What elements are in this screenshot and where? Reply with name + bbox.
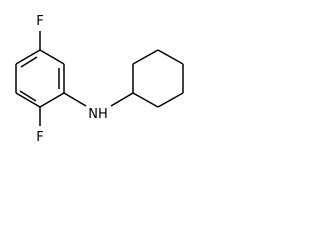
ring-bond [157,92,184,108]
ring-bond [15,49,41,65]
ring-bond [15,92,41,108]
bond-nh-to-cyclohexyl [110,92,134,107]
benzene-ring [15,49,65,108]
ring-double-bond [20,56,38,68]
cyclohexane-ring [132,49,184,108]
ring-double-bond [19,90,37,102]
fluorine-bottom-label: F [36,130,43,145]
ring-bond [132,92,159,108]
amine-label: NH [88,107,108,122]
bond-ring-to-nh [63,92,87,107]
fluorine-top-label: F [36,14,43,29]
chemical-structure-diagram: F F NH [15,14,184,145]
ring-bond [39,92,65,108]
ring-bond [132,49,159,65]
ring-bond [157,49,184,65]
ring-bond [39,49,65,65]
